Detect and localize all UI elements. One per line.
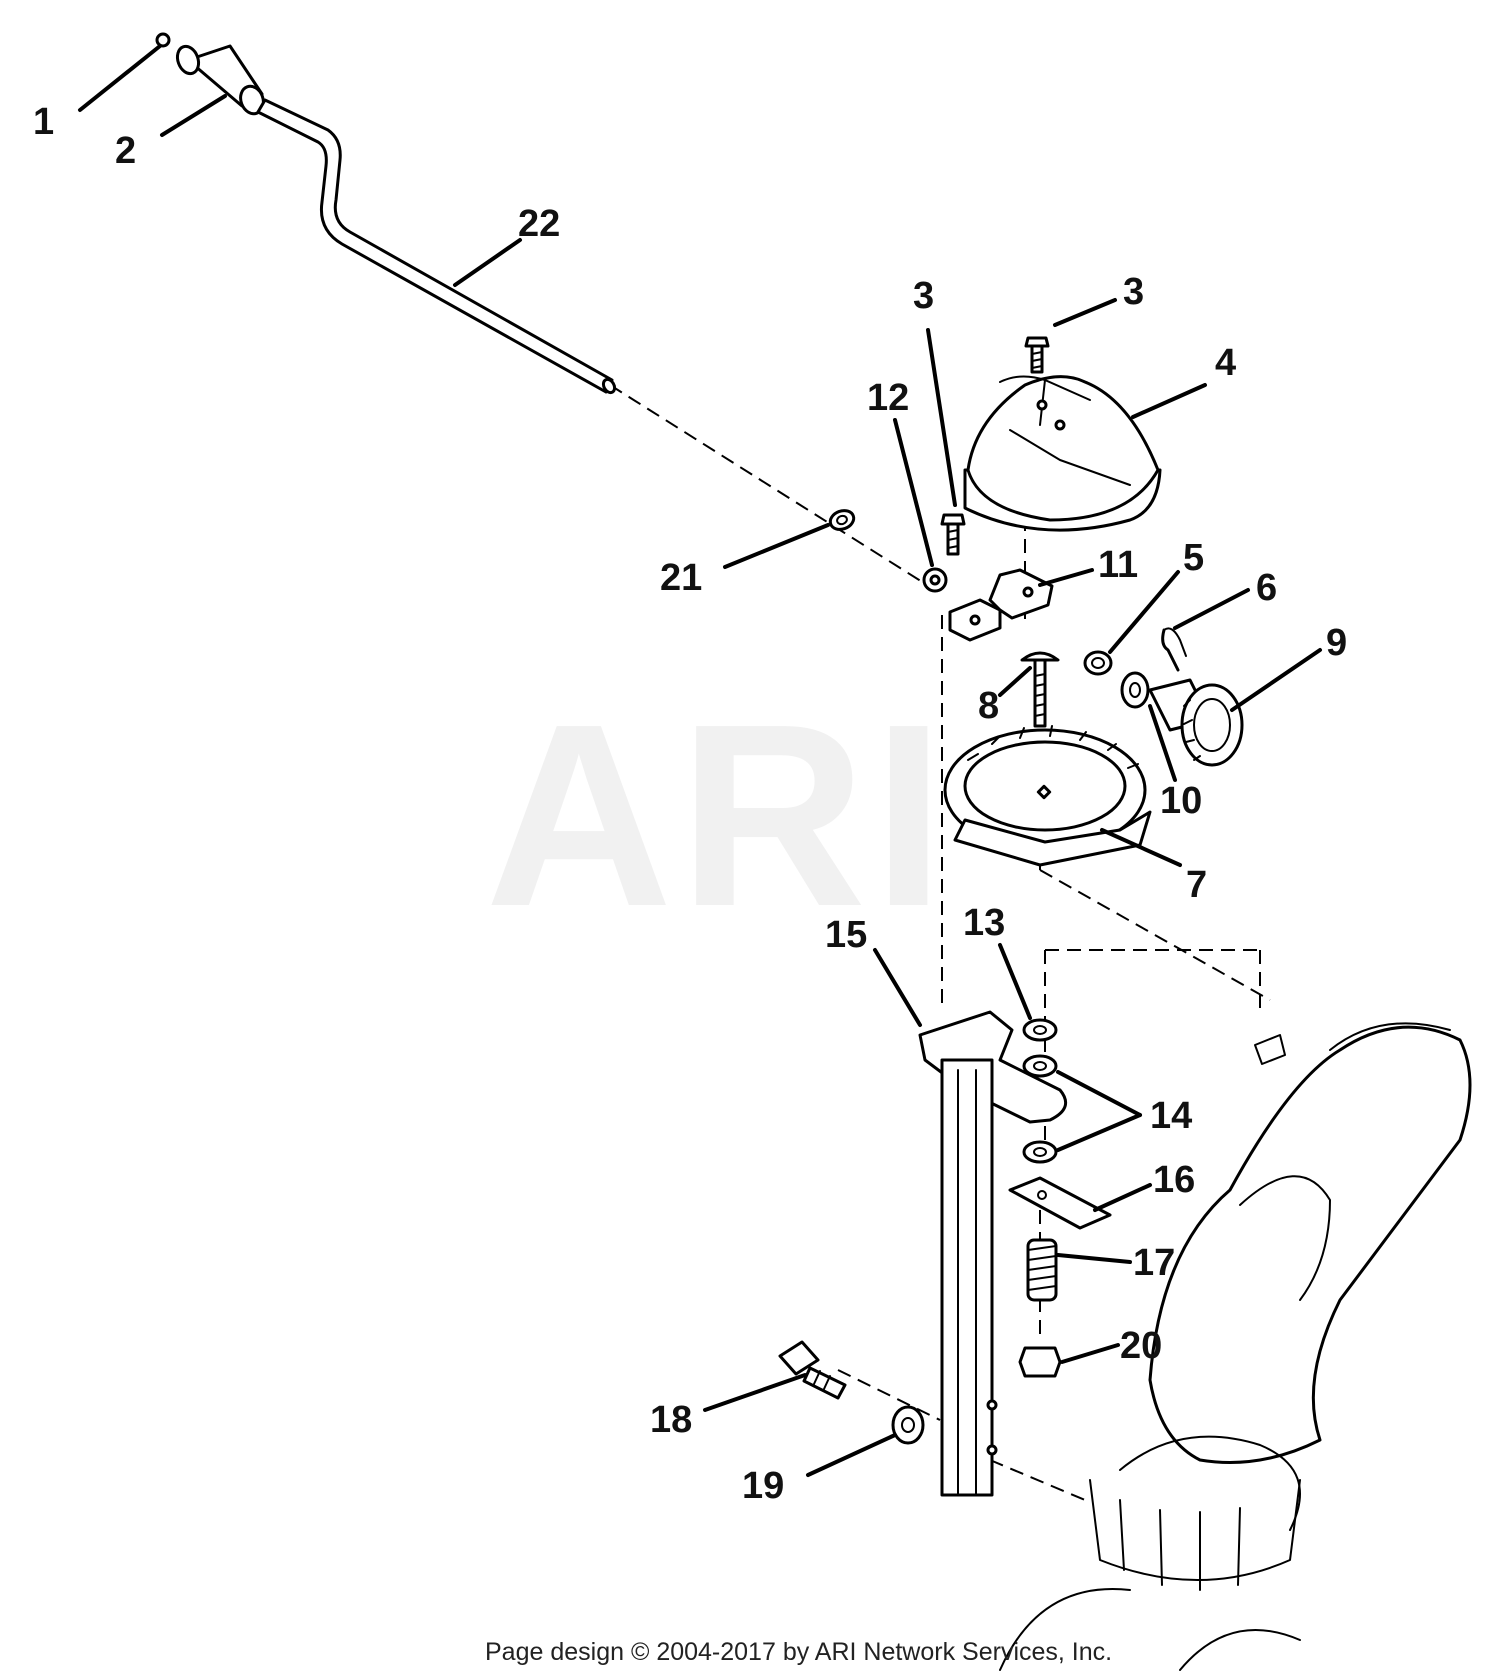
callout-18: 18: [650, 1399, 692, 1441]
callout-6: 6: [1256, 567, 1277, 609]
callout-9: 9: [1326, 622, 1347, 664]
upper-washer-part: [1022, 1018, 1058, 1042]
callout-7: 7: [1186, 864, 1207, 906]
crank-rod-part: [256, 98, 617, 395]
copyright-footer: Page design © 2004-2017 by ARI Network S…: [485, 1638, 1112, 1666]
callout-22: 22: [518, 203, 560, 245]
screw-part-a: [1024, 336, 1050, 374]
callout-13: 13: [963, 902, 1005, 944]
compression-spring-part: [1026, 1238, 1058, 1302]
callout-11: 11: [1098, 544, 1138, 586]
flat-washer-part: [1120, 671, 1150, 709]
callout-numbers: 1 2 3 3 4 5 6 7 8 9 10 11 12 13 14 15 16…: [33, 101, 1347, 1507]
callout-16: 16: [1153, 1159, 1195, 1201]
callout-12: 12: [867, 377, 909, 419]
screw-part-b: [940, 513, 966, 556]
chute-rotation-shaft-part: [918, 1010, 1068, 1497]
callout-5: 5: [1183, 537, 1204, 579]
callout-8: 8: [978, 685, 999, 727]
nut-part: [1083, 650, 1113, 676]
bolt-washer-part: [891, 1405, 925, 1445]
carriage-bolt-part: [1020, 651, 1060, 728]
callout-4: 4: [1215, 342, 1236, 384]
callout-3a: 3: [913, 275, 934, 317]
spring-plate-part: [1008, 1176, 1112, 1230]
cotter-pin-part: [1161, 627, 1187, 672]
callout-2: 2: [115, 130, 136, 172]
callout-20: 20: [1120, 1325, 1162, 1367]
watermark: ARI: [485, 671, 951, 961]
callout-10: 10: [1160, 780, 1202, 822]
pinion-gear-part: [1148, 678, 1244, 767]
spacer-washers-part: [1022, 1054, 1058, 1164]
bushing-part: [828, 509, 856, 531]
leader-lines: [78, 44, 1322, 1477]
callout-1: 1: [33, 101, 54, 143]
callout-19: 19: [742, 1465, 784, 1507]
chute-knob-part: [963, 375, 1162, 532]
callout-17: 17: [1133, 1242, 1175, 1284]
e-clip-part: [155, 32, 171, 48]
ring-gear-part: [943, 725, 1152, 867]
discharge-chute-part: [999, 1022, 1472, 1671]
lock-nut-part: [1018, 1346, 1062, 1378]
mount-bracket-part: [948, 568, 1054, 642]
callout-21: 21: [660, 557, 702, 599]
callout-3b: 3: [1123, 271, 1144, 313]
callout-14: 14: [1150, 1095, 1192, 1137]
callout-15: 15: [825, 914, 867, 956]
star-washer-part: [922, 567, 948, 593]
handle-grip-part: [175, 44, 265, 116]
hex-bolt-part: [778, 1340, 847, 1400]
